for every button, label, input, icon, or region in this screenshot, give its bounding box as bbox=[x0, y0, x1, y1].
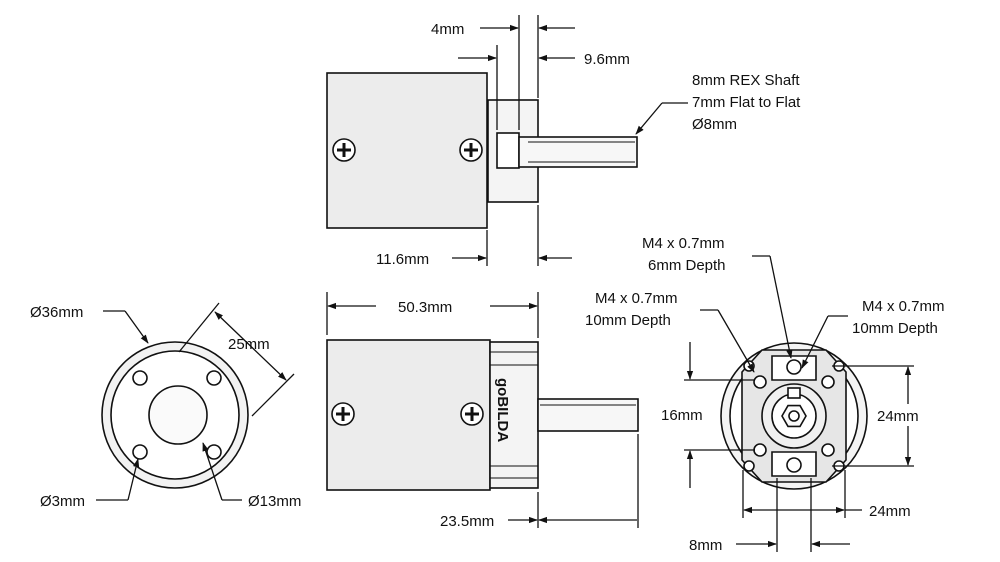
dim-bolt-spacing-label: 25mm bbox=[228, 336, 270, 353]
mount-hole bbox=[132, 370, 148, 386]
dim-shaft-length-label: 23.5mm bbox=[440, 513, 494, 530]
dim-8-label: 8mm bbox=[689, 537, 722, 554]
tapped-hole bbox=[743, 460, 755, 472]
rex-shaft-side bbox=[537, 398, 639, 432]
mount-hole bbox=[206, 444, 222, 460]
top-view: 4mm 9.6mm 8mm REX Shaft 7mm Flat to Flat… bbox=[326, 15, 801, 268]
boss-circle bbox=[148, 385, 208, 445]
dim-16-label: 16mm bbox=[661, 407, 703, 424]
dim-length-label: 50.3mm bbox=[398, 299, 452, 316]
shaft-collar-top bbox=[496, 132, 520, 169]
brand-logo-text: goBILDA bbox=[494, 378, 511, 442]
screw-icon bbox=[332, 138, 356, 162]
thread-right-line-1: M4 x 0.7mm bbox=[862, 298, 945, 315]
front-view: Ø36mm 25mm Ø3mm Ø13mm bbox=[30, 302, 301, 510]
tapped-hole bbox=[786, 359, 802, 375]
gearbox-face-view: M4 x 0.7mm 6mm Depth M4 x 0.7mm 10mm Dep… bbox=[585, 235, 945, 554]
gearbox-side bbox=[489, 341, 539, 489]
dim-hole-diameter-label: Ø3mm bbox=[40, 493, 85, 510]
dim-shaft-offset-label: 9.6mm bbox=[584, 51, 630, 68]
mount-hole bbox=[132, 444, 148, 460]
thread-right-line-2: 10mm Depth bbox=[852, 320, 938, 337]
dim-outer-diameter-label: Ø36mm bbox=[30, 304, 83, 321]
tapped-hole bbox=[753, 443, 767, 457]
screw-icon bbox=[460, 402, 484, 426]
dim-boss-diameter-label: Ø13mm bbox=[248, 493, 301, 510]
dim-hub-label: 4mm bbox=[431, 21, 464, 38]
side-view: goBILDA 50.3mm 23.5mm bbox=[326, 292, 639, 530]
dim-24-vertical-label: 24mm bbox=[877, 408, 919, 425]
tapped-hole bbox=[821, 375, 835, 389]
shaft-note-line-3: Ø8mm bbox=[692, 116, 737, 133]
mount-hole bbox=[206, 370, 222, 386]
dim-body-shaft-label: 11.6mm bbox=[376, 251, 429, 268]
shaft-note-line-1: 8mm REX Shaft bbox=[692, 72, 800, 89]
dim-24-horizontal-label: 24mm bbox=[869, 503, 911, 520]
thread-left-line-2: 10mm Depth bbox=[585, 312, 671, 329]
shaft-note-line-2: 7mm Flat to Flat bbox=[692, 94, 801, 111]
screw-icon bbox=[459, 138, 483, 162]
tapped-hole bbox=[821, 443, 835, 457]
tapped-hole bbox=[786, 457, 802, 473]
tapped-hole bbox=[753, 375, 767, 389]
screw-icon bbox=[331, 402, 355, 426]
thread-top-line-2: 6mm Depth bbox=[648, 257, 726, 274]
thread-top-line-1: M4 x 0.7mm bbox=[642, 235, 725, 252]
thread-left-line-1: M4 x 0.7mm bbox=[595, 290, 678, 307]
